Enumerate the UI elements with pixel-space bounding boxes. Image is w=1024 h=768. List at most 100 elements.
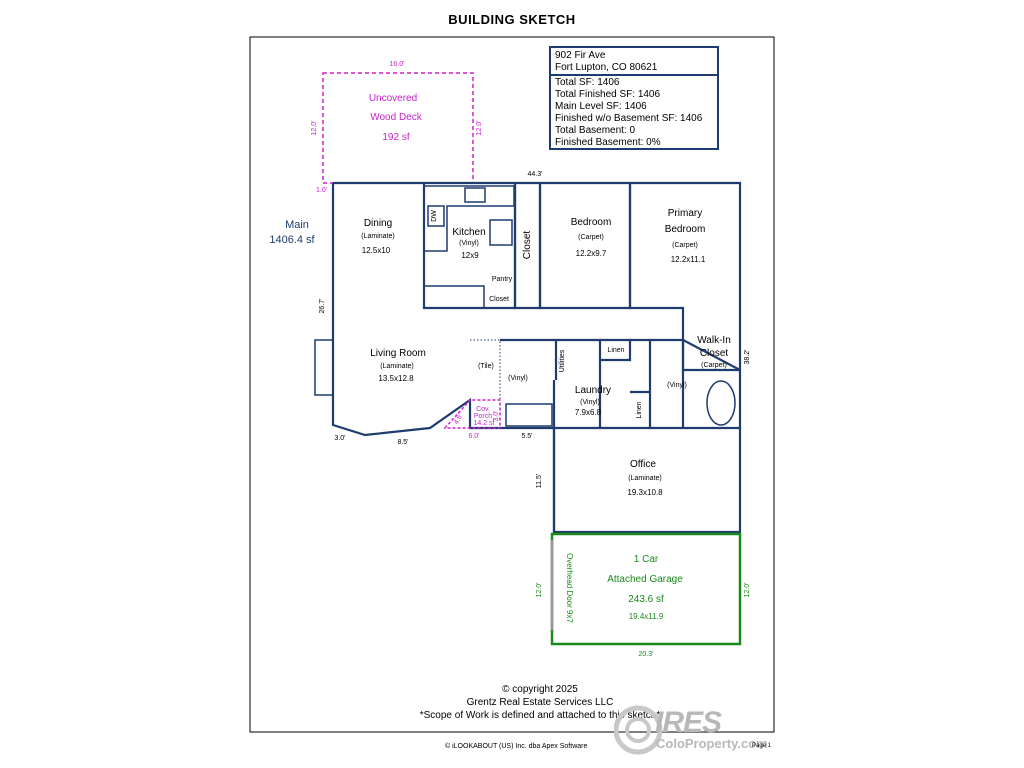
copyright-line-3: *Scope of Work is defined and attached t… xyxy=(419,710,661,721)
laundry-floor: (Vinyl) xyxy=(580,399,600,406)
tile-entry-outline xyxy=(470,339,501,400)
linen-side-label: Linen xyxy=(636,401,643,418)
living-name: Living Room xyxy=(370,348,426,359)
bath-vinyl-label: (Vinyl) xyxy=(508,375,528,382)
office-name: Office xyxy=(630,459,656,470)
dining-size: 12.5x10 xyxy=(362,246,391,255)
walkin-name-1: Walk-In xyxy=(697,335,731,346)
address-line-1: 902 Fir Ave xyxy=(555,50,606,61)
bedroom-floor: (Carpet) xyxy=(578,234,604,241)
dishwasher xyxy=(427,205,445,227)
copyright-line-2: Grentz Real Estate Services LLC xyxy=(466,697,614,708)
linen-top-label: Linen xyxy=(607,347,624,354)
stove xyxy=(489,219,513,246)
deck-area: 192 sf xyxy=(382,132,409,143)
primary-floor: (Carpet) xyxy=(672,242,698,249)
page-number: Page 1 xyxy=(752,743,772,749)
total-sf: Total SF: 1406 xyxy=(555,77,620,88)
deck-dim-top: 16.0' xyxy=(390,61,405,68)
primary-size: 12.2x11.1 xyxy=(671,255,706,264)
laundry-size: 7.9x6.8 xyxy=(575,408,602,417)
main-level-sf: Main Level SF: 1406 xyxy=(555,101,647,112)
office-size: 19.3x10.8 xyxy=(627,488,663,497)
fireplace xyxy=(314,339,334,396)
porch-dim-side: 3.0' xyxy=(493,410,500,421)
watermark-logo xyxy=(614,705,663,755)
deck-dim-offset: 1.0' xyxy=(316,187,327,194)
kitchen-size: 12x9 xyxy=(461,251,479,260)
garage-dim-right: 12.0' xyxy=(744,583,751,598)
garage-dim-bottom: 20.3' xyxy=(639,651,654,658)
finished-basement: Finished Basement: 0% xyxy=(555,137,661,148)
property-info-box: 902 Fir Ave Fort Lupton, CO 80621 Total … xyxy=(549,46,719,150)
primary-tub xyxy=(706,380,736,426)
garage-size: 19.4x11.9 xyxy=(629,612,664,621)
walkin-floor: (Carpet) xyxy=(701,362,727,369)
software-footer: © iLOOKABOUT (US) Inc. dba Apex Software xyxy=(445,743,588,750)
copyright-line-1: © copyright 2025 xyxy=(502,684,578,695)
walkin-wall xyxy=(681,340,740,372)
office-wall xyxy=(552,428,742,534)
address-line-2: Fort Lupton, CO 80621 xyxy=(555,62,658,73)
kitchen-counter-top xyxy=(424,185,515,252)
laundry-name: Laundry xyxy=(575,385,611,396)
dining-name: Dining xyxy=(364,218,392,229)
main-area: 1406.4 sf xyxy=(269,234,315,246)
primary-name-1: Primary xyxy=(668,208,702,219)
garage-outline xyxy=(550,532,742,646)
garage-label-2: Attached Garage xyxy=(607,574,683,585)
kitchen-closet-label: Closet xyxy=(489,296,509,303)
dw-label: DW xyxy=(431,210,438,222)
finished-wo-basement-sf: Finished w/o Basement SF: 1406 xyxy=(555,113,703,124)
garage-door-label: Overhead Door 9x7 xyxy=(565,553,574,623)
sink xyxy=(464,187,486,203)
office-dim-left: 11.5' xyxy=(536,474,543,488)
watermark-circle-icon xyxy=(614,705,663,755)
garage-area: 243.6 sf xyxy=(628,594,664,605)
deck-dim-left: 12.0' xyxy=(311,121,318,136)
main-label: Main xyxy=(285,219,309,231)
watermark-sub: ColoProperty.com xyxy=(656,736,768,751)
deck-outline xyxy=(322,72,474,184)
porch-label-2: Porch xyxy=(474,413,492,420)
main-dim-bottom-b: 8.5' xyxy=(397,439,408,446)
garage-label-1: 1 Car xyxy=(634,554,659,565)
deck-label-1: Uncovered xyxy=(369,93,417,104)
office-floor: (Laminate) xyxy=(628,475,661,482)
kitchen-floor: (Vinyl) xyxy=(459,240,479,247)
kitchen-name: Kitchen xyxy=(452,227,485,238)
bedroom-wall xyxy=(538,183,632,310)
stats-block: Total SF: 1406 Total Finished SF: 1406 M… xyxy=(551,76,717,150)
bedroom-size: 12.2x9.7 xyxy=(576,249,607,258)
linen-wall xyxy=(600,338,632,362)
main-dim-bottom-c: 5.5' xyxy=(521,433,532,440)
porch-label-1: Cov. xyxy=(476,406,490,413)
total-basement: Total Basement: 0 xyxy=(555,125,636,136)
sketch-border xyxy=(249,36,775,733)
porch-area: 14.2 sf xyxy=(473,420,494,427)
bedroom-name: Bedroom xyxy=(571,217,612,228)
main-dim-right: 38.2' xyxy=(744,350,751,365)
main-dim-top: 44.3' xyxy=(528,171,543,178)
dining-floor: (Laminate) xyxy=(361,233,394,240)
deck-dim-right: 12.0' xyxy=(476,121,483,136)
watermark-brand: IRES xyxy=(655,706,722,739)
closet-vertical-label: Closet xyxy=(522,231,533,260)
garage-dim-left: 12.0' xyxy=(536,583,543,598)
main-dim-bottom-a: 3.0' xyxy=(334,435,345,442)
primary-wall xyxy=(628,183,741,371)
bathtub xyxy=(505,403,553,427)
primary-name-2: Bedroom xyxy=(665,224,706,235)
porch-outline xyxy=(443,399,501,429)
kitchen-counter-bottom xyxy=(423,285,485,309)
copyright-block: © copyright 2025 Grentz Real Estate Serv… xyxy=(380,683,700,722)
porch-dim-bottom: 6.0' xyxy=(468,433,479,440)
deck-label-2: Wood Deck xyxy=(370,112,423,123)
tile-label: (Tile) xyxy=(478,363,494,370)
total-finished-sf: Total Finished SF: 1406 xyxy=(555,89,661,100)
primary-bath-vinyl: (Vinyl) xyxy=(667,382,687,389)
porch-dim-diag: 4.6' xyxy=(453,413,465,426)
pantry-label: Pantry xyxy=(492,276,513,283)
page-title: BUILDING SKETCH xyxy=(448,12,576,27)
